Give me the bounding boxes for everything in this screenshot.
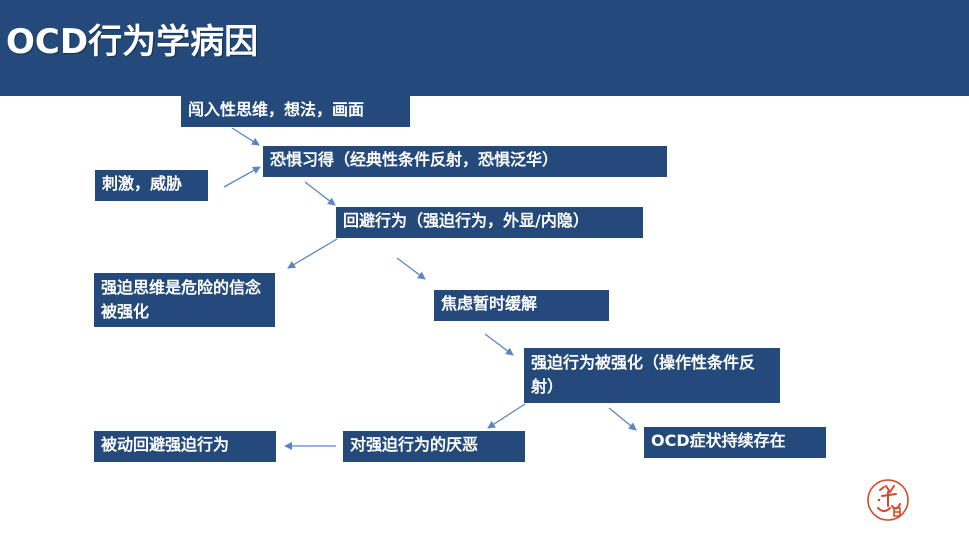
node-anxiety-relief: 焦虑暂时缓解	[434, 290, 609, 321]
arrow-intrusive-to-fear	[231, 127, 260, 146]
node-ocd-persists: OCD症状持续存在	[644, 427, 826, 458]
node-passive-avoidance: 被动回避强迫行为	[94, 431, 276, 462]
node-belief-reinforced: 强迫思维是危险的信念被强化	[94, 273, 275, 327]
arrow-stimulus-to-fear	[223, 166, 261, 188]
node-stimulus-threat: 刺激，威胁	[95, 170, 208, 201]
arrow-reinforced-to-persist	[608, 407, 637, 431]
arrow-avoid-to-belief	[287, 238, 338, 269]
logo-seal-icon	[867, 479, 909, 521]
arrow-avoid-to-relief	[396, 257, 426, 280]
node-avoidance-behavior: 回避行为（强迫行为，外显/内隐）	[336, 207, 643, 238]
arrow-relief-to-reinforced	[484, 333, 514, 356]
node-intrusive-thoughts: 闯入性思维，想法，画面	[181, 96, 410, 127]
arrow-reinforced-to-aversion	[487, 403, 526, 429]
node-fear-acquisition: 恐惧习得（经典性条件反射，恐惧泛华）	[263, 146, 667, 177]
slide-title: OCD行为学病因	[6, 22, 259, 62]
node-compulsion-reinforced: 强迫行为被强化（操作性条件反射）	[524, 348, 780, 403]
arrow-fear-to-avoid	[304, 181, 336, 206]
title-banner	[0, 0, 969, 96]
node-aversion: 对强迫行为的厌恶	[343, 431, 525, 462]
